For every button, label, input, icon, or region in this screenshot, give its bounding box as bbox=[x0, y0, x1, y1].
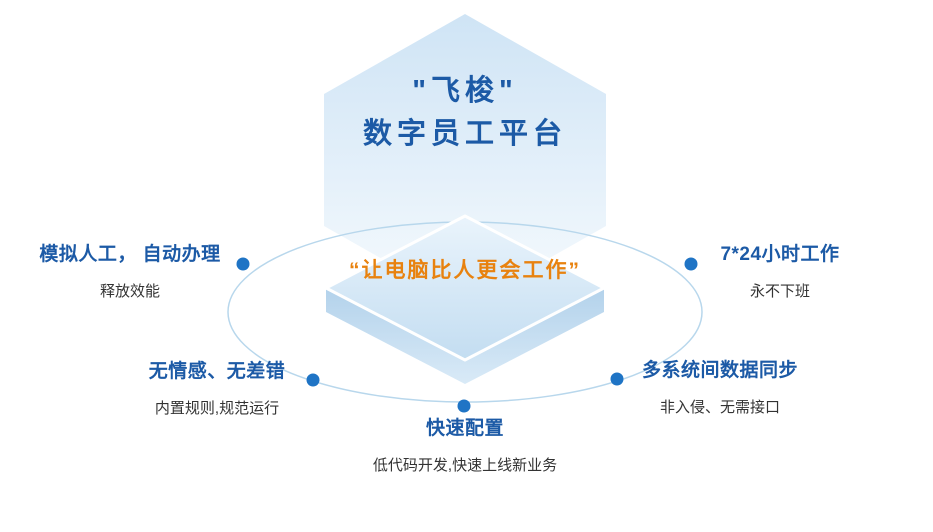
feature-noerror: 无情感、无差错 内置规则,规范运行 bbox=[149, 360, 286, 418]
feature-label: 模拟人工， 自动办理 bbox=[39, 244, 221, 265]
feature-label: 7*24小时工作 bbox=[720, 244, 840, 265]
title-line2: 数字员工平台 bbox=[362, 118, 568, 150]
feature-allday: 7*24小时工作 永不下班 bbox=[720, 243, 839, 301]
feature-sub: 释放效能 bbox=[99, 283, 160, 300]
feature-simulate: 模拟人工， 自动办理 释放效能 bbox=[39, 243, 220, 301]
feature-label: 快速配置 bbox=[425, 418, 505, 439]
platform-side-right bbox=[465, 288, 604, 384]
dot-feature-quickconfig bbox=[457, 399, 471, 413]
platform-top-face bbox=[324, 214, 606, 362]
title-line1: "飞梭" bbox=[412, 75, 518, 107]
dot-feature-allday bbox=[684, 257, 698, 271]
dot-feature-simulate bbox=[236, 257, 250, 271]
page-title: "飞梭" 数字员工平台 bbox=[363, 70, 567, 156]
feature-label: 多系统间数据同步 bbox=[641, 360, 799, 381]
feature-sub: 低代码开发,快速上线新业务 bbox=[372, 457, 558, 474]
feature-sync: 多系统间数据同步 非入侵、无需接口 bbox=[642, 359, 798, 417]
hexagon-backdrop bbox=[324, 14, 606, 306]
platform-slogan: “让电脑比人更会工作” bbox=[349, 259, 581, 282]
dot-feature-noerror bbox=[306, 373, 320, 387]
platform-side-left bbox=[326, 288, 465, 384]
feature-sub: 永不下班 bbox=[749, 283, 811, 300]
feature-label: 无情感、无差错 bbox=[148, 361, 286, 382]
dot-feature-sync bbox=[610, 372, 624, 386]
feature-sub: 内置规则,规范运行 bbox=[154, 400, 280, 417]
feature-quickconfig: 快速配置 低代码开发,快速上线新业务 bbox=[373, 417, 557, 475]
feature-sub: 非入侵、无需接口 bbox=[659, 399, 781, 416]
